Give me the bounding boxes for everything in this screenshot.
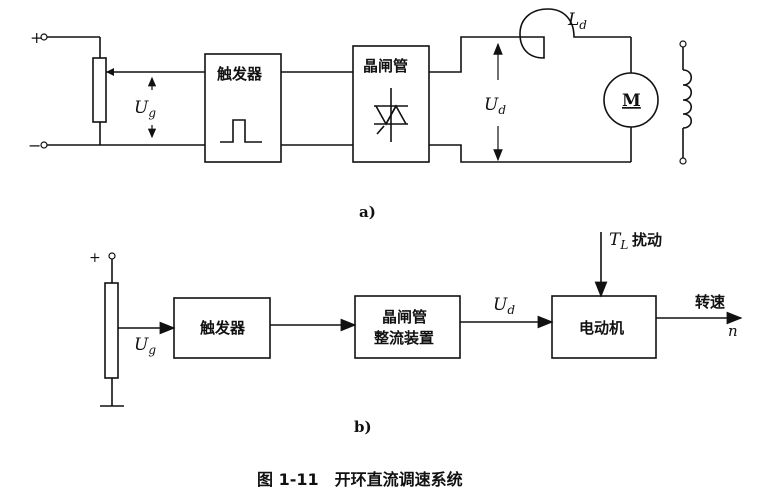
motor-label-a: M: [622, 91, 641, 111]
plus-terminal-b: [108, 252, 116, 260]
field-winding: [682, 69, 693, 129]
pulse-symbol: [220, 119, 262, 143]
output-bottom-a: [429, 144, 631, 163]
thyristor-label-a: 晶闸管: [363, 57, 408, 75]
rectifier-label-line1: 晶闸管: [382, 308, 427, 326]
figure-caption: 图 1-11 开环直流调速系统: [257, 470, 463, 489]
motor-circle-a: [603, 72, 659, 128]
ug-label-b: Ug: [134, 335, 156, 357]
ud-label-a: Ud: [484, 95, 506, 117]
disturbance-label: 扰动: [632, 231, 662, 249]
potentiometer-b: [104, 282, 119, 379]
ud-label-b: Ud: [493, 295, 515, 317]
block-diagram-b: + Ug 触发器 晶闸管 整流装置 Ud 电动机 TL 扰动 转速 n b): [89, 230, 743, 436]
output-top-a: [429, 36, 519, 73]
field-terminal-bottom: [679, 157, 687, 165]
caption-b: b): [354, 418, 372, 436]
ug-label-a: Ug: [134, 98, 156, 120]
field-terminal-top: [679, 40, 687, 48]
motor-label-b: 电动机: [579, 319, 624, 337]
wiper-arrow-a: [106, 68, 114, 76]
caption-a: a): [359, 203, 376, 221]
rectifier-label-line2: 整流装置: [374, 329, 434, 347]
potentiometer-a: [92, 57, 107, 123]
trigger-box-b: [173, 297, 271, 359]
minus-terminal-label-a: −: [28, 136, 41, 155]
minus-terminal-a: [40, 141, 48, 149]
trigger-label-b: 触发器: [200, 319, 246, 337]
plus-terminal-label-b: +: [89, 250, 101, 266]
rectifier-box-b: [354, 295, 461, 359]
inductor-ld: [519, 8, 631, 59]
trigger-box-a: [204, 53, 282, 163]
circuit-a: + − Ug 触发器 晶闸管: [28, 8, 693, 221]
speed-label: 转速: [695, 293, 725, 311]
trigger-label-a: 触发器: [217, 65, 263, 83]
triac-symbol: [374, 88, 408, 142]
n-label: n: [728, 322, 738, 340]
plus-terminal-label-a: +: [30, 28, 43, 47]
ld-label-a: Ld: [567, 10, 587, 32]
tl-label: TL: [609, 230, 628, 252]
thyristor-box-a: [352, 45, 430, 163]
